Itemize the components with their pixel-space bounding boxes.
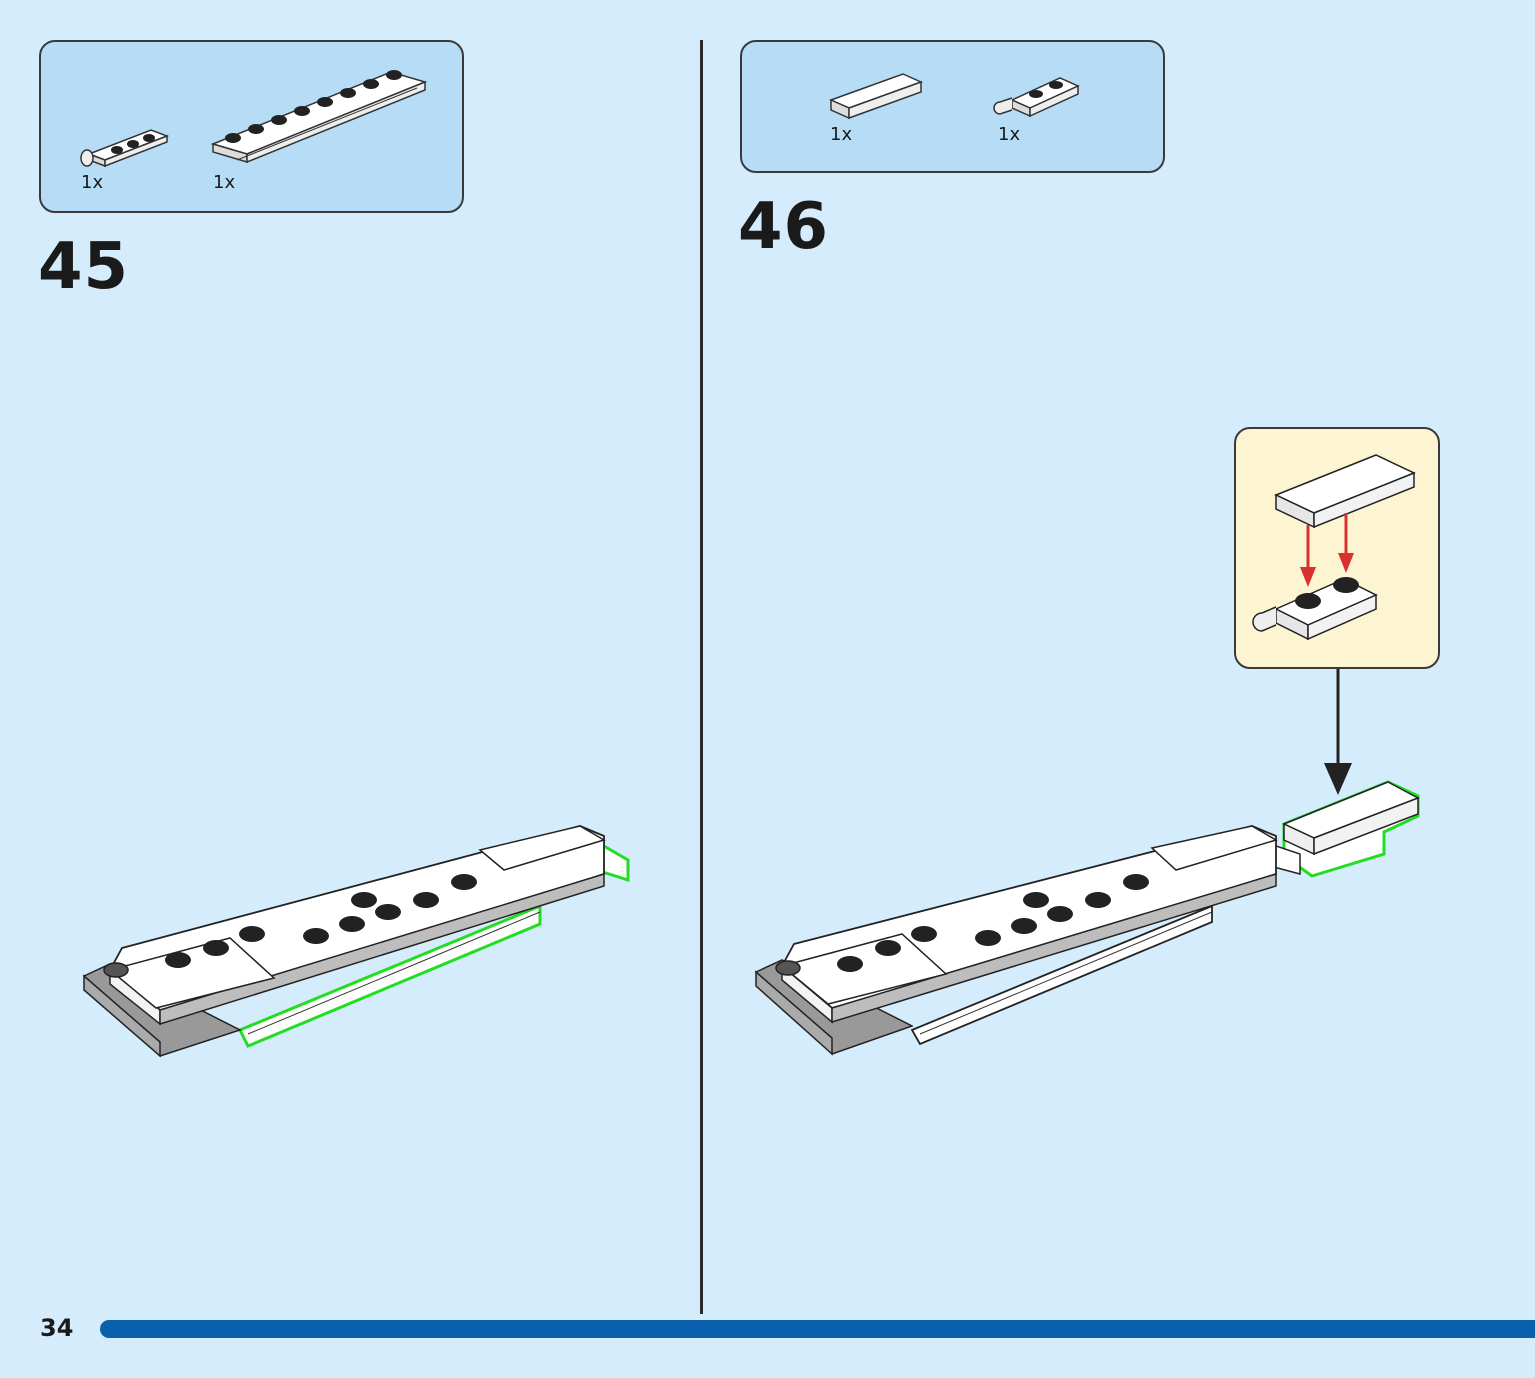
part-qty: 1x [998, 124, 1021, 145]
part-qty: 1x [81, 172, 104, 193]
progress-bar [100, 1320, 1535, 1338]
part-qty: 1x [830, 124, 853, 145]
model-assembly-step-45 [82, 825, 630, 1058]
sub-assembly-callout [1234, 427, 1440, 669]
plate-1x3-with-clip-icon [80, 129, 170, 168]
part-qty: 1x [213, 172, 236, 193]
placement-arrow [1324, 669, 1352, 795]
step-number: 46 [738, 190, 830, 264]
step-divider [700, 40, 703, 1314]
parts-list-step-46: 1x 1x [740, 40, 1165, 173]
tile-1x3-icon [828, 73, 924, 120]
sub-assembly-diagram [1252, 454, 1416, 641]
plate-1x8-with-rail-icon [210, 70, 428, 164]
parts-list-step-45: 1x 1x [39, 40, 464, 213]
plate-1x2-with-clip-icon [993, 77, 1080, 118]
step-number: 45 [38, 230, 130, 304]
page-number: 34 [40, 1314, 74, 1342]
model-assembly-step-46 [754, 780, 1420, 1056]
